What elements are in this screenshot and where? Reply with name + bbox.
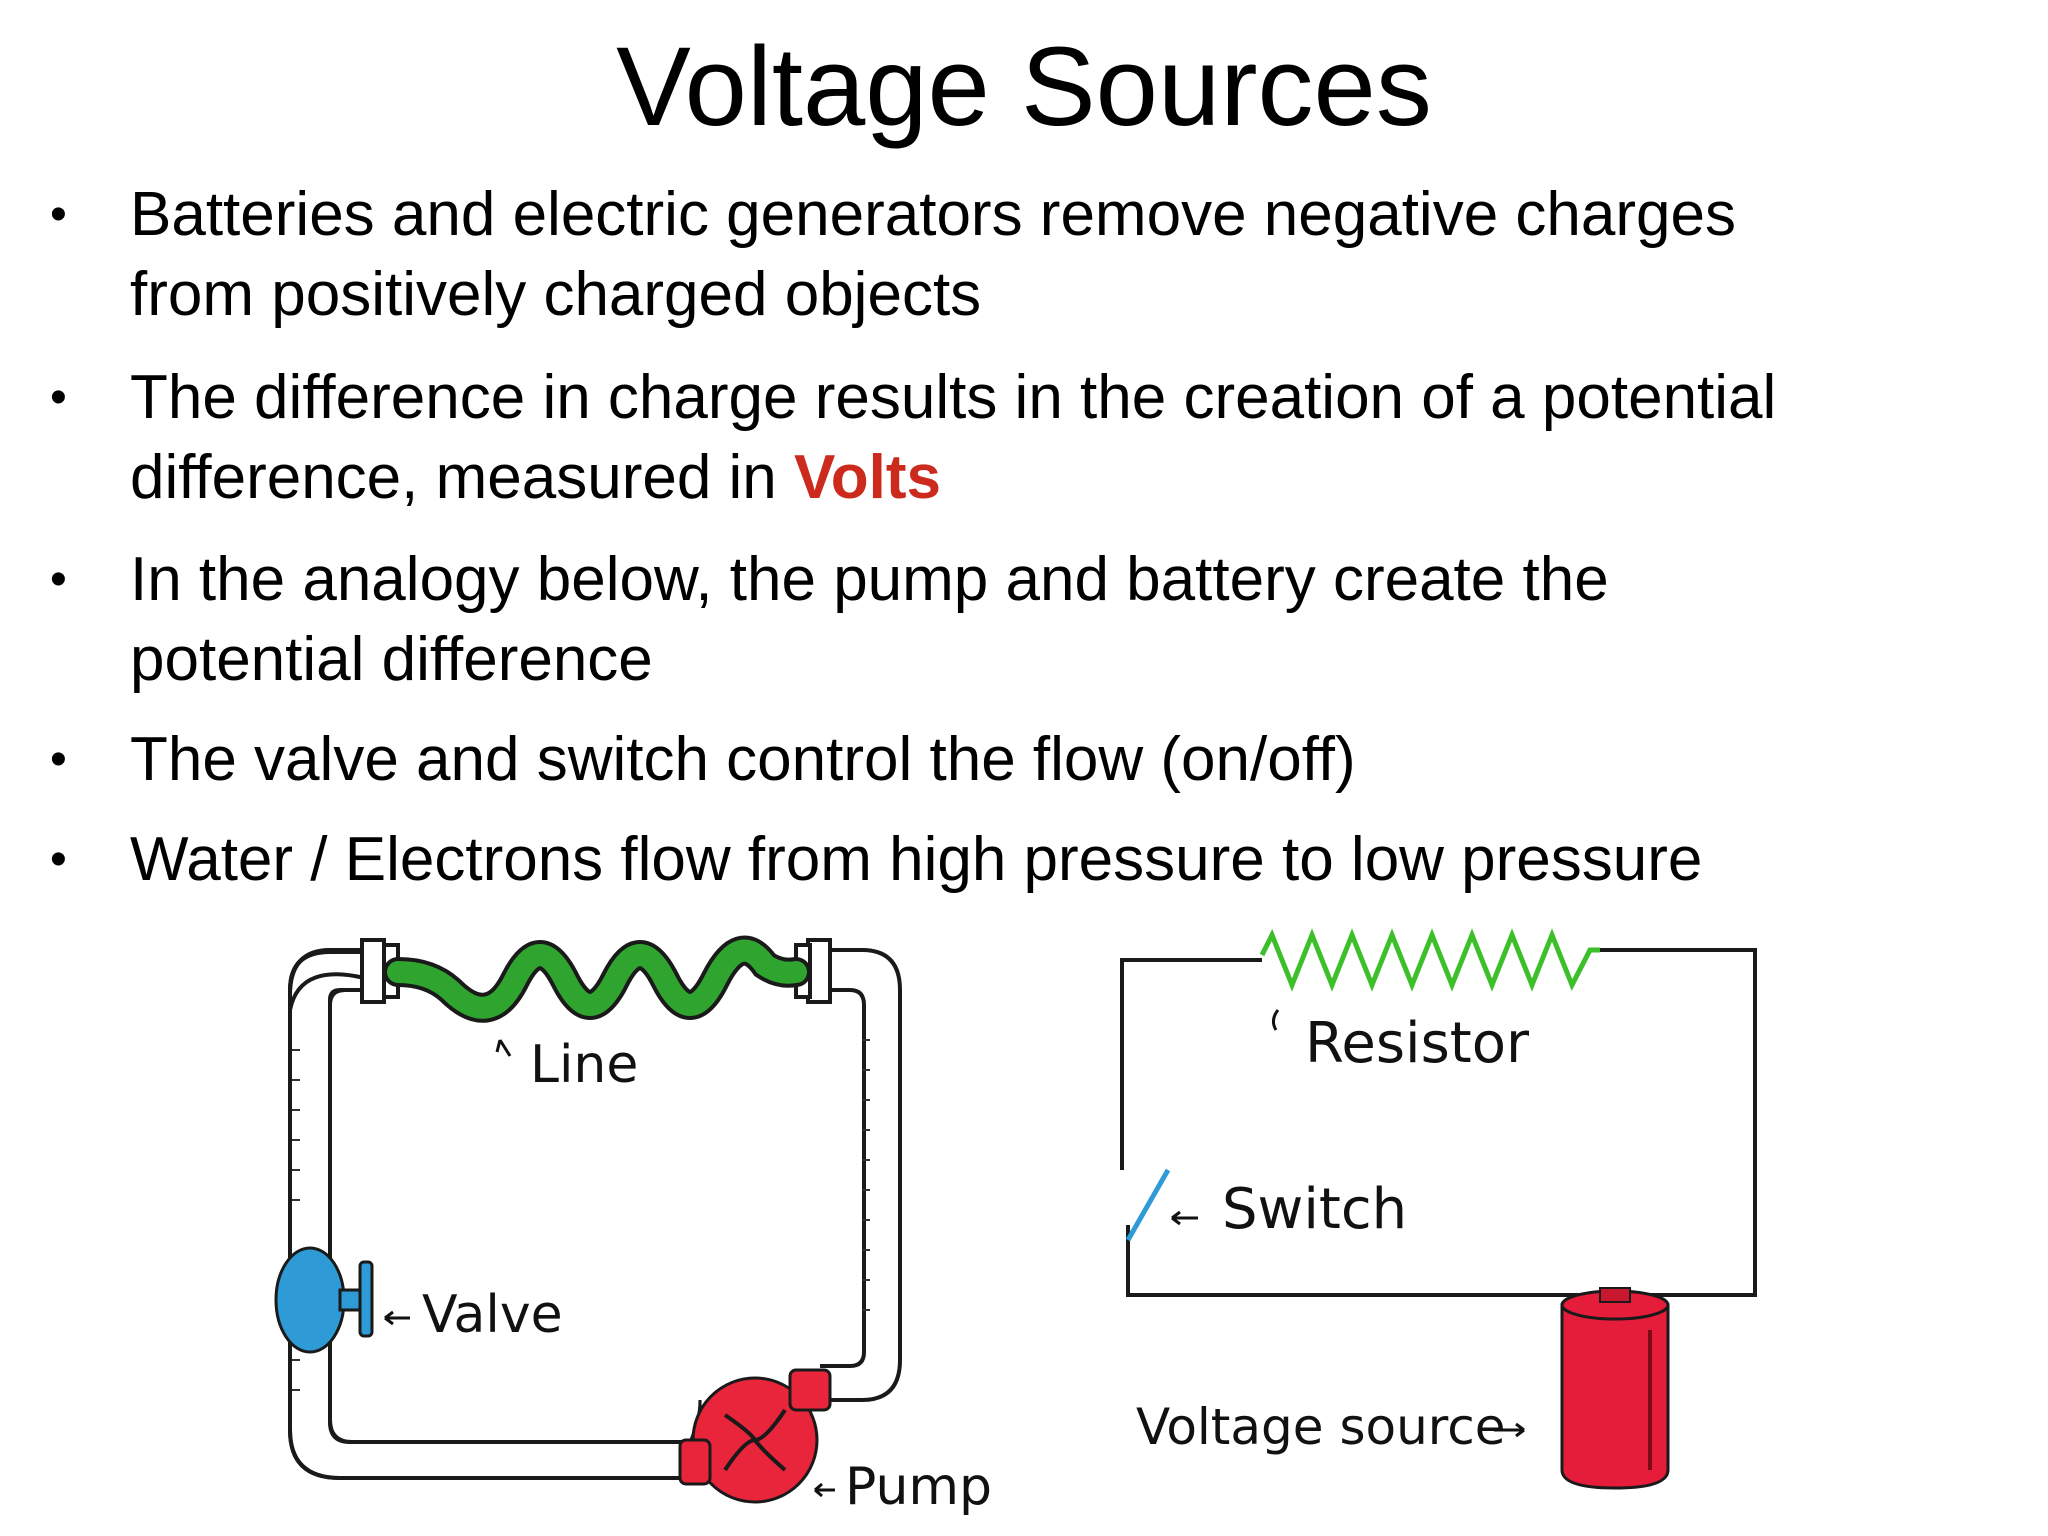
bullet-line: In the analogy below, the pump and batte… [130,545,1609,614]
bullet-dot-icon: • [50,733,67,786]
bullet-line: The valve and switch control the flow (o… [130,725,1356,794]
pump-icon [678,1368,832,1504]
resistor-icon [1259,928,1600,992]
bullet-dot-icon: • [50,371,67,424]
circuit-wire [1120,948,1757,1297]
pipe-ticks [292,1039,870,1391]
battery-icon [1560,1287,1670,1490]
bullet-line: The difference in charge results in the … [130,363,1777,432]
voltage-source-label: Voltage source [1136,1398,1525,1456]
pump-label: Pump [814,1457,992,1517]
bullet-dot-icon: • [50,553,67,606]
switch-icon [1125,1168,1171,1242]
slide-title: Voltage Sources [616,24,1432,149]
valve-icon [274,1246,374,1354]
bullet-list: • Batteries and electric generators remo… [50,180,2030,894]
bullet-line: Batteries and electric generators remove… [130,180,1736,249]
line-label: Line [495,1035,638,1095]
valve-label-text: Valve [422,1285,563,1345]
volts-emphasis: Volts [794,443,942,512]
pipe-outline [288,948,902,1480]
bullet-line-with-emphasis: difference, measured in Volts [130,438,2030,518]
bullet-line: potential difference [130,625,653,694]
voltage-source-label-text: Voltage source [1136,1398,1505,1456]
bullet-line: from positively charged objects [130,260,982,329]
bullet-dot-icon: • [50,188,67,241]
bullet-dot-icon: • [50,833,67,886]
bullet-line: Water / Electrons flow from high pressur… [130,825,1703,894]
bullet-line-prefix: difference, measured in [130,443,795,512]
resistor-label-text: Resistor [1305,1011,1530,1076]
resistor-label: Resistor [1271,1009,1530,1076]
line-coil-fill [387,939,807,1019]
switch-label-text: Switch [1222,1177,1407,1242]
valve-label: Valve [384,1285,563,1345]
line-label-text: Line [530,1035,638,1095]
pump-label-text: Pump [845,1457,992,1517]
switch-label: Switch [1171,1177,1407,1242]
